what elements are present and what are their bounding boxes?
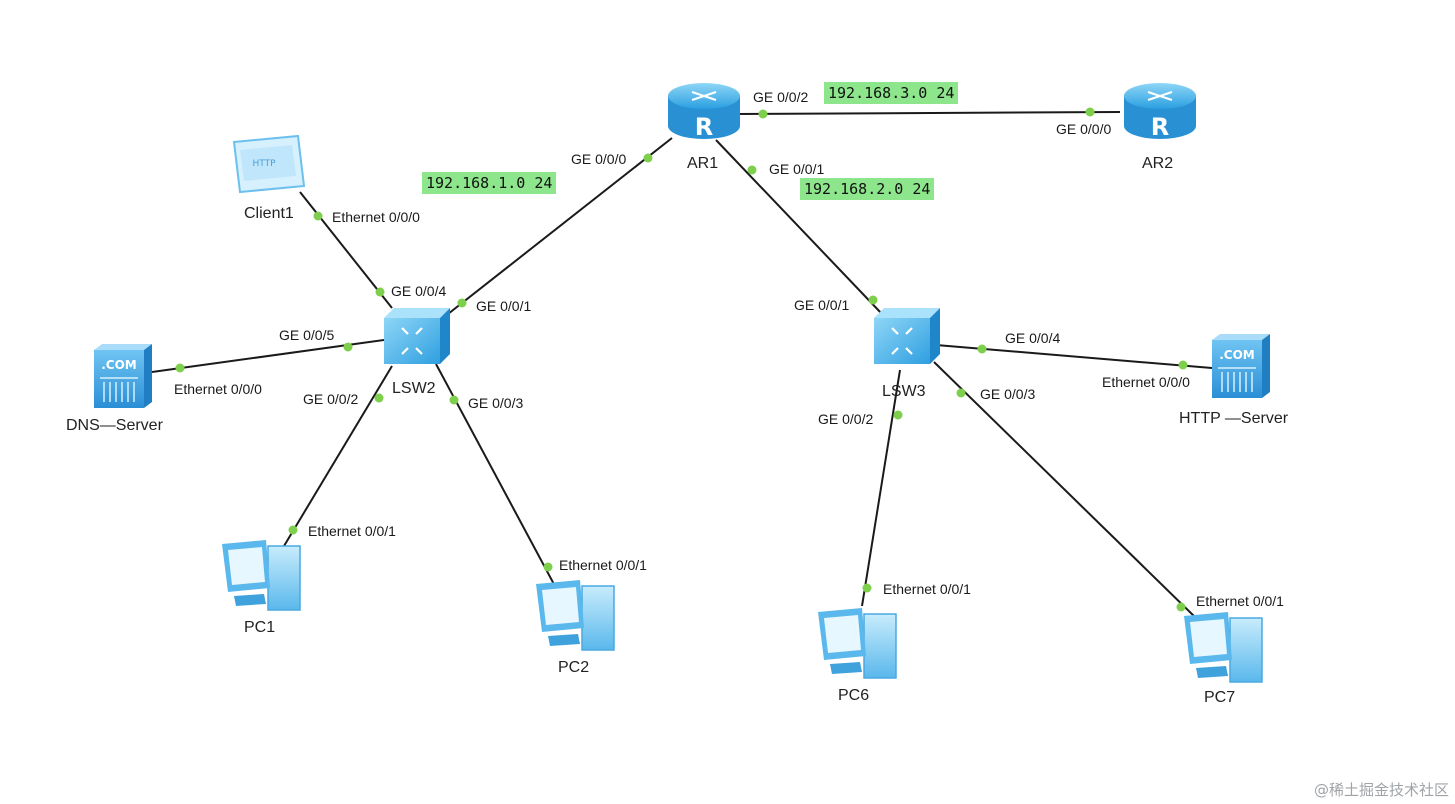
server-icon[interactable]: .COM (94, 344, 152, 408)
pc-icon[interactable] (536, 580, 615, 651)
port-dot (175, 363, 185, 373)
port-dot (543, 562, 553, 572)
port-label-lsw3-ge004: GE 0/0/4 (1005, 330, 1061, 346)
port-dot (862, 583, 872, 593)
port-dot (747, 165, 757, 175)
router-icon-letter: R (1151, 113, 1169, 141)
port-dot (375, 287, 385, 297)
port-dot (1178, 360, 1188, 370)
device-label-lsw2: LSW2 (392, 380, 436, 397)
server-icon[interactable]: .COM (1212, 334, 1270, 398)
network-label-192-168-2-0: 192.168.2.0 24 (800, 178, 935, 200)
router-icon[interactable]: R (1124, 83, 1196, 141)
server-icon-text: .COM (1219, 348, 1255, 362)
device-label-http-server: HTTP —Server (1179, 410, 1289, 427)
pc-icon[interactable] (222, 540, 301, 611)
device-label-ar1: AR1 (687, 155, 719, 172)
port-dot (893, 410, 903, 420)
port-label-ar1-ge001: GE 0/0/1 (769, 161, 825, 177)
client-icon-text: HTTP (252, 159, 276, 169)
port-dot (1085, 107, 1095, 117)
link-lsw3-pc6 (861, 369, 901, 607)
port-dot (1176, 602, 1186, 612)
network-label-192-168-1-0: 192.168.1.0 24 (422, 172, 557, 194)
port-label-http-eth: Ethernet 0/0/0 (1102, 374, 1190, 390)
router-icon-letter: R (695, 113, 713, 141)
port-label-ar1-ge002: GE 0/0/2 (753, 89, 809, 105)
port-label-ar2-ge000: GE 0/0/0 (1056, 121, 1112, 137)
port-dot (758, 109, 768, 119)
device-label-lsw3: LSW3 (882, 383, 926, 400)
network-label-192-168-3-0: 192.168.3.0 24 (824, 82, 959, 104)
link-client1-lsw2 (299, 191, 393, 309)
device-label-pc7: PC7 (1204, 689, 1236, 706)
port-dot (977, 344, 987, 354)
port-label-lsw2-ge001: GE 0/0/1 (476, 298, 532, 314)
server-icon-text: .COM (101, 358, 137, 372)
link-lsw3-pc7 (933, 361, 1197, 619)
port-label-pc6-eth: Ethernet 0/0/1 (883, 581, 971, 597)
device-label-pc6: PC6 (838, 687, 870, 704)
device-label-dns-server: DNS—Server (66, 417, 163, 434)
port-dot (457, 298, 467, 308)
switch-icon[interactable] (874, 308, 940, 364)
device-label-client1: Client1 (244, 205, 294, 222)
port-label-pc7-eth: Ethernet 0/0/1 (1196, 593, 1284, 609)
device-label-pc1: PC1 (244, 619, 276, 636)
link-lsw3-http (935, 344, 1213, 369)
port-dot (374, 393, 384, 403)
port-label-lsw2-ge002: GE 0/0/2 (303, 391, 359, 407)
router-icon[interactable]: R (668, 83, 740, 141)
port-label-lsw2-ge005: GE 0/0/5 (279, 327, 335, 343)
watermark: @稀土掘金技术社区 (1313, 781, 1449, 799)
port-dot (449, 395, 459, 405)
port-dot (868, 295, 878, 305)
client-icon[interactable]: HTTP (232, 134, 306, 194)
device-label-pc2: PC2 (558, 659, 590, 676)
port-dot (288, 525, 298, 535)
port-label-lsw2-ge003: GE 0/0/3 (468, 395, 524, 411)
port-label-lsw3-ge001: GE 0/0/1 (794, 297, 850, 313)
link-lsw2-pc1 (277, 365, 393, 557)
link-ar1-lsw2 (447, 137, 673, 315)
port-label-client1-eth: Ethernet 0/0/0 (332, 209, 420, 225)
link-ar1-ar2 (734, 111, 1121, 115)
port-dot (643, 153, 653, 163)
port-dot (313, 211, 323, 221)
port-dot (956, 388, 966, 398)
port-dot (343, 342, 353, 352)
port-label-ar1-ge000: GE 0/0/0 (571, 151, 627, 167)
pc-icon[interactable] (1184, 612, 1263, 683)
port-label-dns-eth: Ethernet 0/0/0 (174, 381, 262, 397)
port-label-pc2-eth: Ethernet 0/0/1 (559, 557, 647, 573)
port-label-pc1-eth: Ethernet 0/0/1 (308, 523, 396, 539)
device-label-ar2: AR2 (1142, 155, 1174, 172)
port-label-lsw3-ge003: GE 0/0/3 (980, 386, 1036, 402)
port-label-lsw2-ge004: GE 0/0/4 (391, 283, 447, 299)
pc-icon[interactable] (818, 608, 897, 679)
switch-icon[interactable] (384, 308, 450, 364)
port-label-lsw3-ge002: GE 0/0/2 (818, 411, 874, 427)
link-ar1-lsw3 (715, 139, 883, 315)
